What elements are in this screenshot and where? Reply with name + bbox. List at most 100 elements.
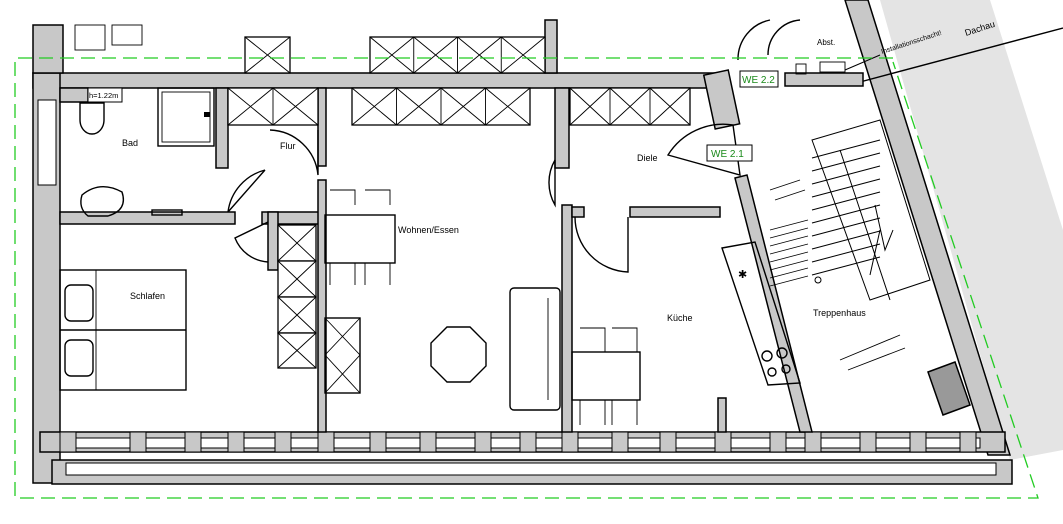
window-cross bbox=[277, 260, 317, 298]
pillow-2 bbox=[64, 339, 94, 377]
shower-inner bbox=[161, 91, 211, 143]
room-label-bad: Bad bbox=[122, 138, 138, 148]
room-label-treppenhaus: Treppenhaus bbox=[813, 308, 866, 318]
door-bad bbox=[227, 169, 266, 213]
stair-step bbox=[769, 275, 809, 287]
stair-step bbox=[769, 267, 809, 279]
staircase bbox=[769, 119, 931, 371]
window-pier bbox=[129, 431, 147, 453]
window-cross bbox=[396, 87, 442, 126]
toilet bbox=[79, 102, 105, 135]
stair-step bbox=[811, 256, 881, 276]
window-pier bbox=[227, 431, 245, 453]
stair-step bbox=[811, 191, 881, 211]
sofa bbox=[509, 287, 561, 411]
wall-top bbox=[32, 72, 724, 89]
unit-badge-we22: WE 2.2 bbox=[742, 75, 775, 86]
window-cross bbox=[277, 296, 317, 334]
stair-step bbox=[769, 259, 809, 271]
wall-kueche-low bbox=[717, 397, 727, 433]
pillow-1 bbox=[64, 284, 94, 322]
wall-wohnen-right-top bbox=[554, 87, 570, 169]
wall-kueche-slant bbox=[734, 174, 813, 433]
exterior-area bbox=[880, 0, 1063, 460]
window-pier bbox=[317, 431, 335, 453]
stair-step bbox=[769, 251, 809, 263]
window-pier bbox=[769, 431, 787, 453]
window-cross bbox=[413, 36, 458, 74]
stove-4 bbox=[781, 364, 791, 374]
door-diele bbox=[548, 159, 556, 208]
dining-table bbox=[324, 214, 396, 264]
washbasin bbox=[80, 186, 125, 217]
window-pier bbox=[859, 431, 877, 453]
room-label-diele: Diele bbox=[637, 153, 658, 163]
wall-right-slanted bbox=[844, 0, 1012, 456]
stair-step bbox=[769, 235, 809, 247]
window-cross bbox=[244, 36, 291, 74]
wall-top-right bbox=[784, 72, 864, 87]
stair-step bbox=[811, 139, 881, 159]
wall-wohnen-left bbox=[317, 87, 327, 167]
stair-step bbox=[811, 165, 881, 185]
stair-step bbox=[811, 217, 881, 237]
abst-box bbox=[819, 61, 846, 73]
wall-wohnen-right bbox=[561, 204, 573, 433]
stair-step bbox=[769, 227, 809, 239]
window-cross bbox=[440, 87, 486, 126]
window-cross bbox=[569, 87, 611, 126]
door-flur-low bbox=[234, 221, 269, 263]
stove-1 bbox=[761, 350, 773, 362]
unit-badge-we22-box bbox=[739, 70, 779, 88]
height-note: h=1.22m bbox=[89, 91, 118, 100]
window-pier bbox=[714, 431, 732, 453]
window-cross bbox=[369, 36, 415, 74]
window-cross bbox=[485, 87, 531, 126]
unit-badge-we21: WE 2.1 bbox=[711, 149, 744, 160]
unit-badge-we21-box bbox=[706, 144, 753, 162]
window-pier bbox=[474, 431, 492, 453]
door-wohnen bbox=[269, 129, 319, 176]
room-label-kueche: Küche bbox=[667, 313, 693, 323]
window-boxes bbox=[227, 36, 691, 369]
window-cross bbox=[272, 87, 319, 126]
abst-box-2 bbox=[795, 63, 807, 75]
window-cross bbox=[227, 87, 274, 126]
cistern-box bbox=[59, 87, 89, 103]
window-cross bbox=[277, 224, 317, 262]
cabinet-wohnen bbox=[324, 317, 361, 394]
kitchen-counter bbox=[721, 241, 801, 386]
installation-leader bbox=[844, 54, 881, 71]
chairs bbox=[329, 189, 391, 285]
wall-left-window bbox=[37, 99, 57, 186]
towel-rail bbox=[151, 209, 183, 216]
window-cross bbox=[457, 36, 502, 74]
window-cross bbox=[277, 332, 317, 369]
door-upper bbox=[737, 19, 801, 61]
stair-step bbox=[811, 243, 881, 263]
window-cross bbox=[609, 87, 651, 126]
stair-step bbox=[769, 219, 809, 231]
upper-fixture bbox=[74, 24, 106, 51]
window-pier bbox=[274, 431, 292, 453]
window-piers bbox=[59, 431, 977, 453]
window-cross bbox=[500, 36, 546, 74]
height-note-box bbox=[87, 87, 123, 103]
upper-fixture-2 bbox=[111, 24, 143, 46]
stair-step bbox=[811, 230, 881, 250]
roof-line bbox=[859, 27, 1063, 83]
shower-valve bbox=[204, 112, 210, 117]
stove-3 bbox=[767, 367, 777, 377]
balcony-inner bbox=[65, 462, 997, 476]
room-label-wohnen: Wohnen/Essen bbox=[398, 225, 459, 235]
window-cross bbox=[649, 87, 691, 126]
stair-start bbox=[814, 276, 822, 284]
kitchen-chairs bbox=[579, 327, 638, 425]
window-pier bbox=[519, 431, 537, 453]
upper-wall-mid bbox=[544, 19, 558, 74]
window-pier bbox=[59, 431, 77, 453]
room-label-schlafen: Schlafen bbox=[130, 291, 165, 301]
wall-bad-right bbox=[215, 87, 229, 169]
landing-lines bbox=[769, 179, 906, 371]
